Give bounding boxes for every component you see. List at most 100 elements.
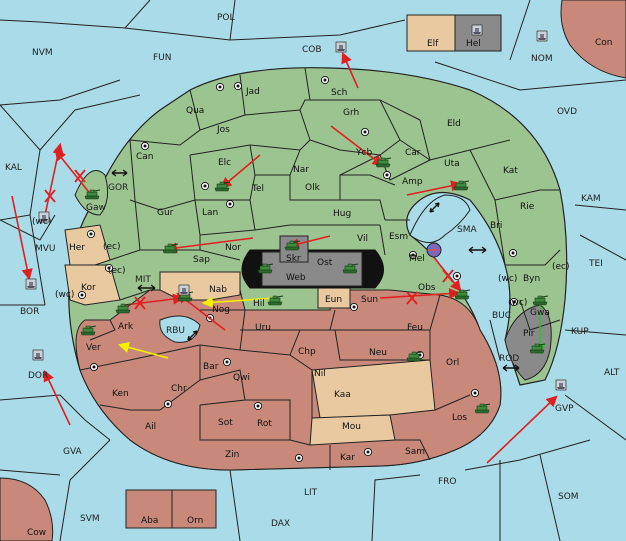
svg-text:(ec): (ec) [108, 266, 126, 276]
svg-text:Elf: Elf [427, 39, 439, 49]
svg-text:(wc): (wc) [498, 274, 517, 284]
sea-labels: POL NVM FUN COB NOM OVD KAL KAM TEI MVU … [5, 13, 620, 529]
svg-text:Skr: Skr [286, 254, 301, 264]
region-Cow[interactable] [0, 477, 54, 541]
label-BUC: BUC [492, 311, 511, 321]
svg-text:Kor: Kor [81, 283, 96, 293]
coast-labels: (wc) (ec) (ec) (wc) (wc) (ec) (wc) [32, 217, 570, 308]
land-borders [79, 67, 561, 470]
svg-text:Orn: Orn [187, 516, 203, 526]
svg-text:Mou: Mou [342, 422, 361, 432]
svg-text:Bri: Bri [490, 221, 502, 231]
svg-text:(ec): (ec) [103, 242, 121, 252]
svg-text:Gur: Gur [157, 208, 174, 218]
svg-text:Con: Con [595, 38, 613, 48]
svg-text:Nar: Nar [293, 165, 309, 175]
region-Elf[interactable] [406, 14, 456, 52]
globe-cross [428, 244, 440, 256]
svg-text:Sot: Sot [218, 418, 233, 428]
svg-text:Los: Los [452, 413, 467, 423]
svg-text:Olk: Olk [305, 183, 321, 193]
svg-text:Tel: Tel [251, 184, 264, 194]
svg-text:Nab: Nab [209, 285, 227, 295]
svg-text:Kat: Kat [503, 166, 518, 176]
label-GVP: GVP [555, 404, 574, 414]
label-POL: POL [217, 13, 235, 23]
svg-text:Hug: Hug [333, 209, 351, 219]
svg-text:Eld: Eld [447, 119, 461, 129]
svg-text:Nog: Nog [212, 305, 230, 315]
svg-text:Her: Her [69, 243, 85, 253]
passage-arrows [111, 169, 520, 372]
label-BOR: BOR [20, 307, 39, 317]
svg-text:Uta: Uta [444, 159, 460, 169]
label-NOM: NOM [531, 54, 553, 64]
svg-text:(ec): (ec) [552, 262, 570, 272]
svg-text:Chp: Chp [298, 347, 316, 357]
svg-text:Eun: Eun [325, 295, 342, 305]
svg-text:Pir: Pir [523, 329, 535, 339]
label-SOM: SOM [558, 492, 579, 502]
region-Nab[interactable] [159, 271, 241, 301]
label-ROD: ROD [499, 354, 519, 364]
svg-text:Ark: Ark [118, 322, 134, 332]
svg-text:Obs: Obs [418, 283, 436, 293]
label-OVD: OVD [557, 107, 577, 117]
svg-text:Sam: Sam [405, 447, 425, 457]
label-COB: COB [302, 45, 322, 55]
svg-text:Orl: Orl [446, 358, 459, 368]
svg-text:Sap: Sap [193, 255, 210, 265]
svg-text:Web: Web [286, 273, 306, 283]
svg-text:Chr: Chr [171, 384, 187, 394]
svg-text:Gwa: Gwa [530, 308, 550, 318]
label-MIT: MIT [135, 275, 151, 285]
svg-text:Sch: Sch [331, 88, 347, 98]
region-Kaa[interactable] [311, 359, 436, 419]
svg-text:Ver: Ver [86, 343, 101, 353]
label-KUP: KUP [571, 327, 589, 337]
label-KAM: KAM [581, 194, 601, 204]
label-SMA: SMA [457, 225, 477, 235]
svg-text:Byn: Byn [523, 274, 540, 284]
svg-text:Zin: Zin [225, 450, 239, 460]
svg-text:Uru: Uru [255, 323, 271, 333]
label-NVM: NVM [32, 48, 53, 58]
svg-text:Feu: Feu [407, 323, 423, 333]
region-Her[interactable] [64, 224, 111, 266]
svg-text:(wc): (wc) [508, 298, 527, 308]
sea-SMA-inlet [409, 194, 471, 243]
svg-text:Gaw: Gaw [86, 203, 106, 213]
svg-text:Ken: Ken [112, 389, 129, 399]
label-ALT: ALT [604, 368, 620, 378]
svg-text:Car: Car [405, 148, 421, 158]
svg-text:Kaa: Kaa [334, 390, 351, 400]
region-Web[interactable] [261, 251, 363, 287]
svg-text:Ycb: Ycb [355, 148, 372, 158]
svg-text:Sun: Sun [361, 295, 378, 305]
region-Con[interactable] [560, 0, 626, 79]
svg-text:Qwi: Qwi [233, 373, 250, 383]
svg-text:Lan: Lan [202, 208, 218, 218]
svg-text:Aba: Aba [141, 516, 158, 526]
label-FUN: FUN [153, 53, 172, 63]
svg-text:Rot: Rot [257, 419, 272, 429]
region-Orn[interactable] [171, 489, 217, 529]
southern-territory [75, 289, 502, 471]
land-labels: Jad Sch Qua Jos Grh Eld Can Car Ycb Uta … [27, 38, 613, 538]
svg-text:Hil: Hil [253, 299, 265, 309]
svg-text:Elc: Elc [218, 158, 231, 168]
svg-text:Rie: Rie [520, 202, 535, 212]
svg-text:Cow: Cow [27, 528, 46, 538]
svg-text:Neu: Neu [369, 348, 387, 358]
svg-text:(wc): (wc) [32, 217, 51, 227]
label-GOR: GOR [108, 183, 128, 193]
svg-text:Ail: Ail [145, 422, 156, 432]
label-GVA: GVA [63, 447, 83, 457]
label-SVM: SVM [80, 514, 100, 524]
label-DOR: DOR [28, 371, 48, 381]
svg-text:Jad: Jad [245, 87, 260, 97]
label-TEI: TEI [588, 259, 603, 269]
svg-text:Qua: Qua [186, 106, 204, 116]
failed-order-marks [44, 169, 454, 310]
label-DAX: DAX [271, 519, 290, 529]
